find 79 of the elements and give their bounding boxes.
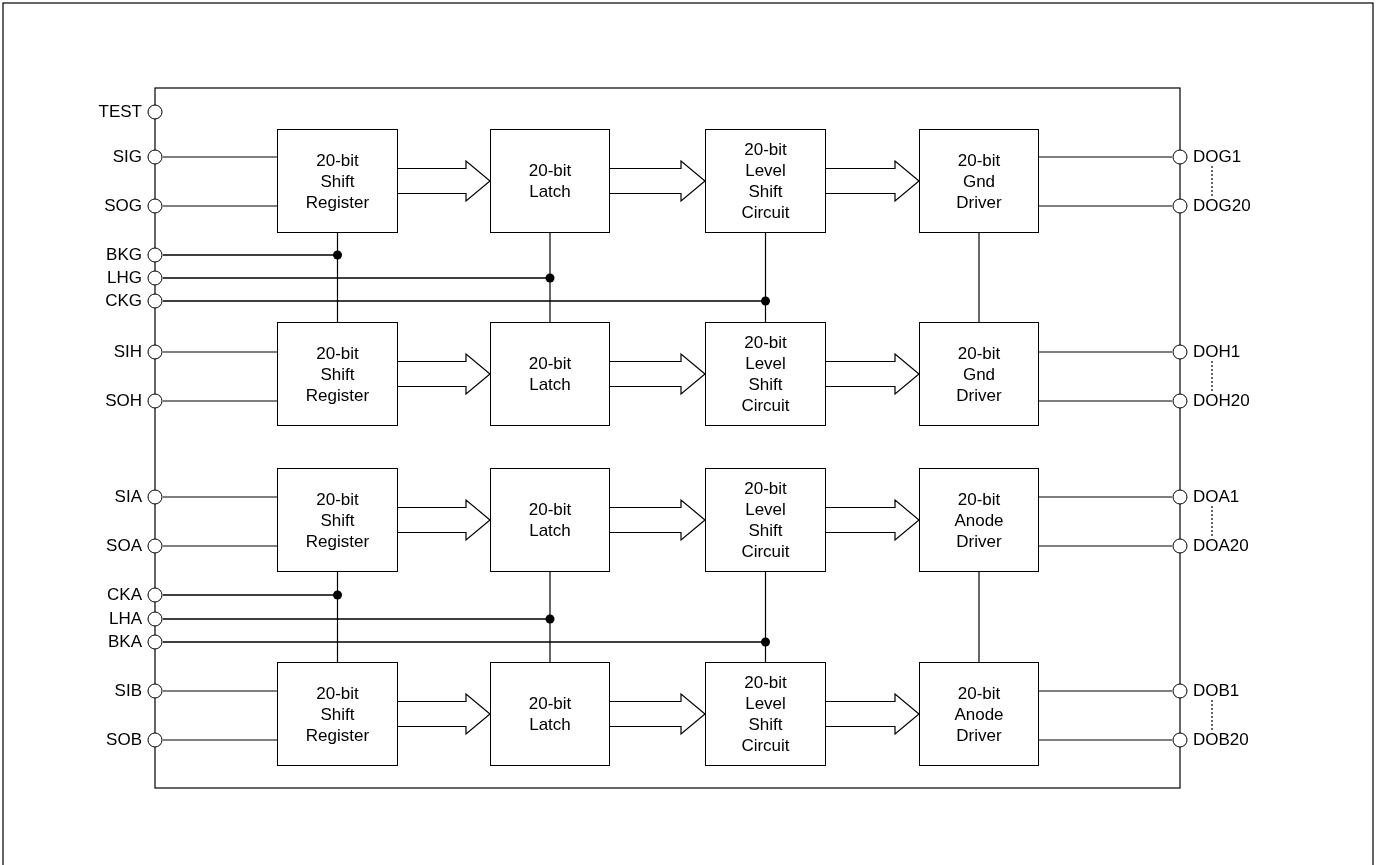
function-block: 20-bit Shift Register — [277, 468, 398, 572]
signal-line — [1038, 351, 1173, 353]
continuation-line — [1211, 360, 1213, 393]
pin-label: DOA1 — [1193, 488, 1240, 506]
pin-label: SOA — [106, 537, 142, 555]
bus-arrow — [609, 692, 706, 736]
bus-arrow — [397, 692, 491, 736]
pin-label: DOB1 — [1193, 682, 1240, 700]
bus-arrow — [397, 498, 491, 542]
pin-label: DOH1 — [1193, 343, 1241, 361]
signal-line — [1038, 496, 1173, 498]
function-block: 20-bit Shift Register — [277, 662, 398, 766]
signal-line — [162, 156, 278, 158]
continuation-line — [1211, 505, 1213, 538]
function-block: 20-bit Anode Driver — [919, 468, 1039, 572]
pin-label: CKG — [105, 292, 142, 310]
pin-label: SIA — [114, 488, 142, 506]
pin-label: DOB20 — [1193, 731, 1249, 749]
pin-label: DOG20 — [1193, 197, 1251, 215]
signal-line — [1038, 739, 1173, 741]
function-block: 20-bit Level Shift Circuit — [705, 468, 826, 572]
signal-line — [978, 232, 980, 323]
pin-label: SIB — [114, 682, 142, 700]
function-block: 20-bit Level Shift Circuit — [705, 662, 826, 766]
bus-arrow — [397, 159, 491, 203]
signal-line — [162, 739, 278, 741]
bus-arrow — [825, 352, 920, 396]
pin-label: BKA — [107, 633, 142, 651]
continuation-line — [1211, 165, 1213, 198]
signal-line — [162, 351, 278, 353]
signal-line — [162, 594, 339, 663]
signal-line — [162, 205, 278, 207]
continuation-line — [1211, 699, 1213, 732]
pin-label: DOH20 — [1193, 392, 1250, 410]
signal-line — [162, 254, 339, 323]
pin-label: CKA — [107, 586, 142, 604]
bus-arrow — [609, 159, 706, 203]
signal-line — [162, 277, 551, 323]
bus-arrow — [609, 352, 706, 396]
function-block: 20-bit Level Shift Circuit — [705, 129, 826, 233]
function-block: 20-bit Latch — [490, 322, 610, 426]
pin-label: SOG — [104, 197, 142, 215]
function-block: 20-bit Shift Register — [277, 322, 398, 426]
pin-label: SOB — [106, 731, 142, 749]
function-block: 20-bit Shift Register — [277, 129, 398, 233]
bus-arrow — [825, 159, 920, 203]
signal-line — [162, 618, 551, 663]
bus-arrow — [825, 498, 920, 542]
signal-line — [1038, 156, 1173, 158]
signal-line — [162, 300, 767, 323]
signal-line — [162, 641, 767, 663]
signal-line — [162, 496, 278, 498]
signal-line — [1038, 690, 1173, 692]
function-block: 20-bit Latch — [490, 468, 610, 572]
signal-line — [1038, 545, 1173, 547]
bus-arrow — [609, 498, 706, 542]
signal-line — [162, 545, 278, 547]
pin-label: LHG — [107, 269, 142, 287]
pin-label: SIH — [113, 343, 142, 361]
pin-label: TEST — [98, 103, 142, 121]
function-block: 20-bit Anode Driver — [919, 662, 1039, 766]
signal-line — [1038, 400, 1173, 402]
signal-line — [162, 400, 278, 402]
signal-line — [162, 690, 278, 692]
function-block: 20-bit Level Shift Circuit — [705, 322, 826, 426]
bus-arrow — [397, 352, 491, 396]
bus-arrow — [825, 692, 920, 736]
pin-label: BKG — [106, 246, 142, 264]
function-block: 20-bit Latch — [490, 129, 610, 233]
function-block: 20-bit Gnd Driver — [919, 322, 1039, 426]
signal-line — [978, 571, 980, 663]
function-block: 20-bit Latch — [490, 662, 610, 766]
pin-label: SOH — [105, 392, 142, 410]
signal-line — [1038, 205, 1173, 207]
pin-label: LHA — [108, 610, 142, 628]
pin-label: DOA20 — [1193, 537, 1249, 555]
pin-label: SIG — [112, 148, 142, 166]
pin-label: DOG1 — [1193, 148, 1242, 166]
function-block: 20-bit Gnd Driver — [919, 129, 1039, 233]
